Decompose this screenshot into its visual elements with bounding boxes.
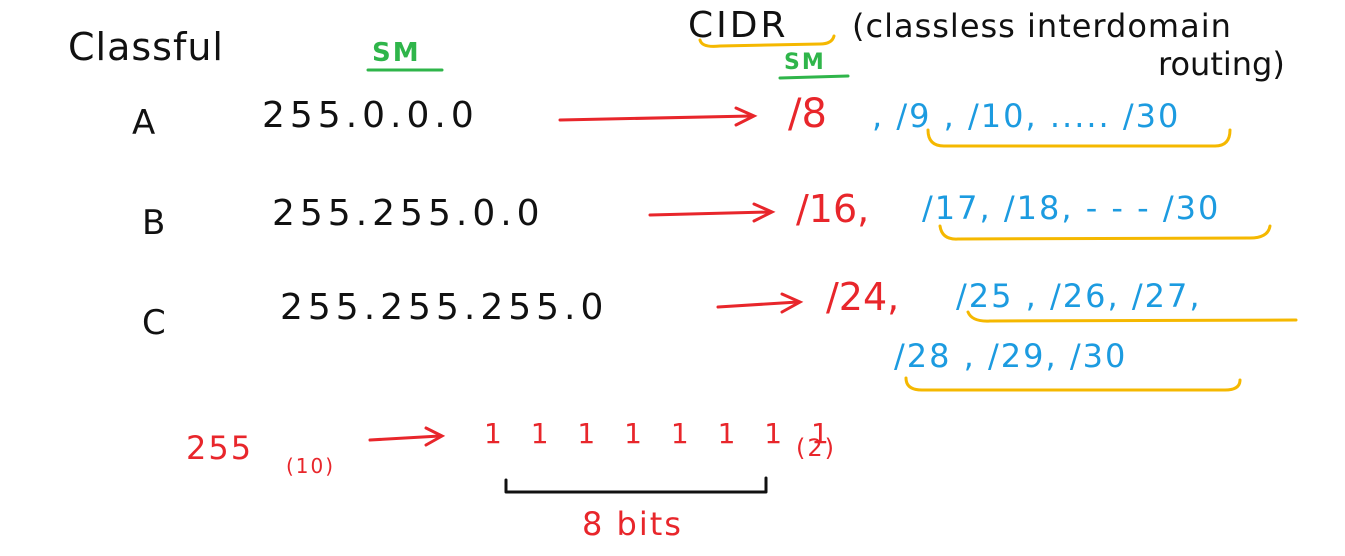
class-b-label: B — [142, 203, 166, 243]
arrow-a — [558, 106, 758, 127]
class-a-cidr-range: , /9 , /10, ..... /30 — [872, 97, 1181, 135]
class-c-cidr-range: /25 , /26, /27, — [956, 277, 1202, 315]
bits-bracket — [504, 476, 768, 494]
binary-base-subscript: (2) — [796, 434, 836, 462]
cidr-expansion-line2: routing) — [1158, 45, 1285, 83]
cidr-underline — [698, 34, 836, 48]
range-c2-bracket — [904, 376, 1242, 392]
class-c-cidr-range-line2: /28 , /29, /30 — [894, 337, 1128, 375]
arrow-c — [716, 292, 804, 314]
class-a-cidr-default: /8 — [788, 91, 827, 137]
sm-right-label: SM — [784, 50, 826, 75]
class-c-mask: 255.255.255.0 — [280, 287, 609, 328]
arrow-b — [648, 202, 776, 223]
class-b-mask: 255.255.0.0 — [272, 193, 545, 234]
sm-left-label: SM — [372, 38, 421, 68]
cidr-expansion-line1: (classless interdomain — [852, 7, 1232, 45]
decimal-base-subscript: (10) — [286, 454, 336, 478]
bits-count-label: 8 bits — [582, 505, 683, 543]
range-b-bracket — [938, 224, 1272, 241]
range-c-bracket — [966, 310, 1298, 323]
range-a-bracket — [926, 128, 1232, 148]
arrow-binary — [368, 426, 446, 447]
class-c-cidr-default: /24, — [826, 275, 900, 319]
decimal-value: 255 — [186, 429, 254, 467]
classful-heading: Classful — [68, 25, 224, 69]
cidr-heading: CIDR — [688, 5, 789, 46]
binary-bits: 1 1 1 1 1 1 1 1 — [484, 417, 839, 450]
class-a-label: A — [132, 103, 156, 143]
class-b-cidr-range: /17, /18, - - - /30 — [922, 189, 1221, 227]
class-c-label: C — [142, 303, 166, 343]
class-b-cidr-default: /16, — [796, 187, 870, 231]
class-a-mask: 255.0.0.0 — [262, 95, 479, 136]
sm-right-underline — [778, 74, 850, 80]
